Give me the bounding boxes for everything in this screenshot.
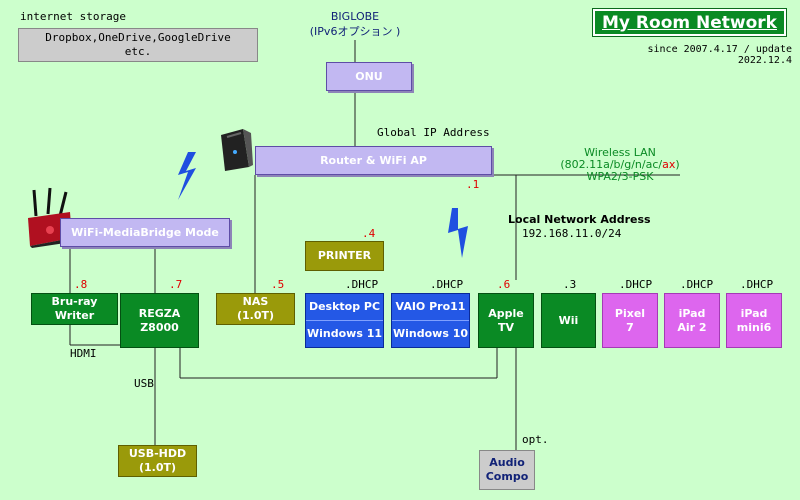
regza-box[interactable]: REGZA Z8000 [120, 293, 199, 348]
bridge-box[interactable]: WiFi-MediaBridge Mode [60, 218, 230, 247]
vaio-box[interactable]: VAIO Pro11 Windows 10 [391, 293, 470, 348]
router-ip: .1 [466, 178, 480, 191]
isp-name: BIGLOBE [330, 10, 380, 23]
desktop-ip: .DHCP [345, 278, 379, 291]
opt-label: opt. [522, 433, 549, 446]
vaio-name: VAIO Pro11 [395, 300, 466, 313]
onu-box[interactable]: ONU [326, 62, 412, 91]
appletv-box[interactable]: Apple TV [478, 293, 534, 348]
usb-hdd-box[interactable]: USB-HDD (1.0T) [118, 445, 197, 477]
nas-box[interactable]: NAS (1.0T) [216, 293, 295, 325]
desktop-os: Windows 11 [306, 320, 383, 347]
ipad-air-ip: .DHCP [680, 278, 714, 291]
ipad-mini-ip: .DHCP [740, 278, 774, 291]
global-ip-label: Global IP Address [377, 126, 490, 139]
wireless-info: Wireless LAN (802.11a/b/g/n/ac/ax) WPA2/… [540, 147, 700, 183]
wireless-ax: ax [662, 158, 676, 171]
page-title: My Room Network [592, 8, 787, 37]
bluray-ip: .8 [74, 278, 88, 291]
printer-box[interactable]: PRINTER [305, 241, 384, 271]
local-network-address: 192.168.11.0/24 [522, 227, 622, 240]
internet-storage-box: Dropbox,OneDrive,GoogleDrive etc. [18, 28, 258, 62]
pixel-box[interactable]: Pixel 7 [602, 293, 658, 348]
pixel-ip: .DHCP [619, 278, 653, 291]
bluray-box[interactable]: Bru-ray Writer [31, 293, 118, 325]
appletv-ip: .6 [497, 278, 511, 291]
subtitle: since 2007.4.17 / update 2022.12.4 [647, 44, 793, 66]
ipad-air-box[interactable]: iPad Air 2 [664, 293, 720, 348]
audio-box[interactable]: Audio Compo [479, 450, 535, 490]
ipad-mini-box[interactable]: iPad mini6 [726, 293, 782, 348]
wii-box[interactable]: Wii [541, 293, 596, 348]
desktop-name: Desktop PC [308, 300, 381, 313]
wireless-lightning-icon [448, 208, 468, 258]
router-device-icon [221, 129, 253, 171]
isp-detail: (IPv6オプション ) [309, 25, 401, 38]
wii-ip: .3 [563, 278, 577, 291]
nas-ip: .5 [271, 278, 285, 291]
wireless-line3: WPA2/3-PSK [586, 170, 654, 183]
local-network-label: Local Network Address [508, 213, 651, 226]
usb-label: USB [134, 377, 154, 390]
hdmi-label: HDMI [70, 347, 97, 360]
internet-storage-label: internet storage [20, 10, 126, 23]
printer-ip: .4 [362, 227, 376, 240]
desktop-box[interactable]: Desktop PC Windows 11 [305, 293, 384, 348]
vaio-os: Windows 10 [392, 320, 469, 347]
vaio-ip: .DHCP [430, 278, 464, 291]
wireless-line2: (802.11a/b/g/n/ac/ax) [560, 158, 680, 171]
wireless-line1: Wireless LAN [584, 146, 656, 159]
router-box[interactable]: Router & WiFi AP [255, 146, 492, 175]
regza-ip: .7 [169, 278, 183, 291]
wireless-lightning-icon [178, 152, 196, 200]
